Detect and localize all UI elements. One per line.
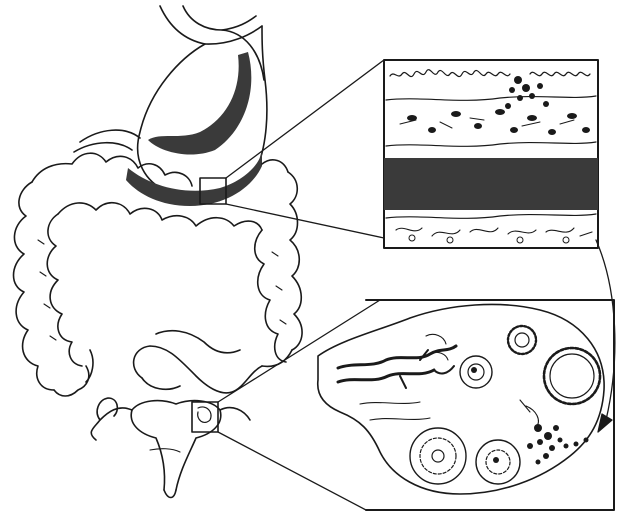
stomach-wall-inset: [384, 60, 598, 248]
ruptured-follicle-cluster: [527, 424, 589, 465]
corpus-luteum: [544, 348, 600, 404]
mucosa-cells: [407, 76, 590, 135]
stomach: [126, 6, 267, 206]
follicle-top: [508, 326, 536, 354]
follicle-small: [460, 356, 492, 388]
stomach-lower-band: [126, 152, 262, 206]
ascending-colon: [14, 182, 93, 396]
ovary: [192, 402, 218, 432]
connector-lines: [218, 60, 615, 510]
stomach-muscle-band: [148, 52, 251, 155]
follicle-bottom-left: [410, 428, 466, 484]
uterus: [131, 401, 221, 498]
fallopian-tube: [91, 398, 250, 440]
ovary-connector-bottom: [218, 432, 366, 510]
ovary-inset: [318, 300, 614, 510]
descending-colon: [255, 172, 302, 366]
rectum: [134, 331, 262, 393]
ovary-inset-marker: [192, 402, 218, 432]
muscularis-layer: [384, 158, 598, 210]
ovary-outline: [318, 304, 604, 494]
follicle-bottom-mid: [476, 440, 520, 484]
arrow-head: [598, 414, 612, 432]
stomach-inset-frame: [384, 60, 598, 248]
ovary-connector-top: [218, 300, 380, 402]
curved-arrow: [596, 240, 615, 420]
